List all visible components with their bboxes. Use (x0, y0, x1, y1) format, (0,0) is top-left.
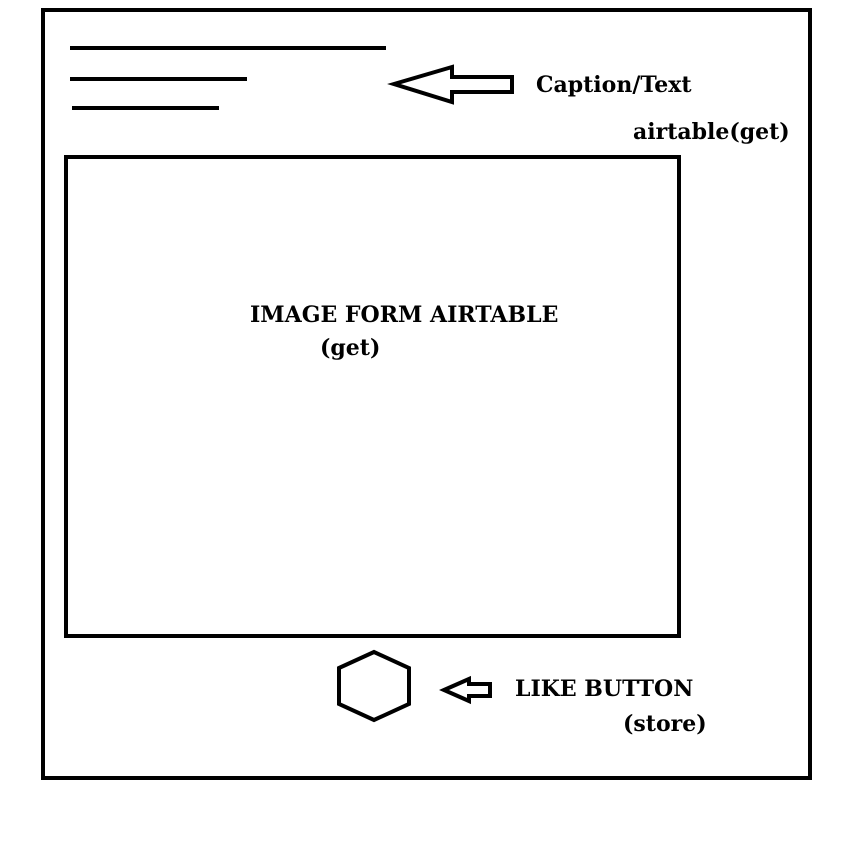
caption-label: Caption/Text (536, 72, 692, 98)
image-source-label: (get) (320, 335, 381, 361)
caption-source-label: airtable(get) (633, 119, 790, 145)
outer-frame (41, 8, 812, 780)
left-arrow-icon (439, 675, 492, 705)
image-label: IMAGE FORM AIRTABLE (250, 302, 559, 328)
image-box (64, 155, 681, 638)
caption-placeholder-lines (70, 46, 386, 110)
hexagon-icon[interactable] (337, 649, 411, 723)
left-arrow-icon (387, 64, 514, 105)
like-button-label: LIKE BUTTON (515, 676, 694, 702)
like-source-label: (store) (623, 711, 707, 737)
